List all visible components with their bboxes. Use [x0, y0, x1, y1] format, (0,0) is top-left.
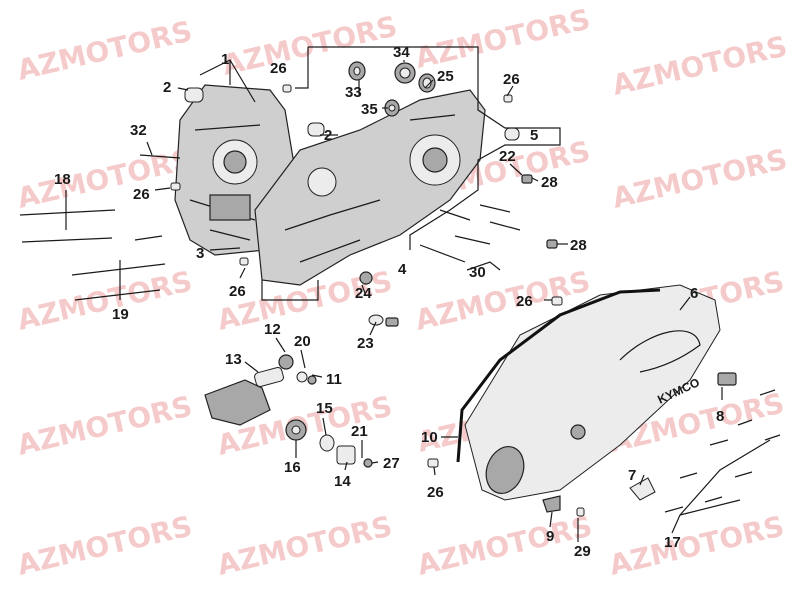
callout-label: 6: [690, 285, 698, 302]
watermark-text: AZMOTORS: [14, 390, 195, 462]
cover-gasket: [456, 288, 661, 463]
watermark-text: AZMOTORS: [214, 510, 395, 582]
watermark-text: AZMOTORS: [412, 3, 593, 75]
callout-label: 20: [294, 333, 311, 350]
callout-label: 23: [357, 335, 374, 352]
callout-labels: 1 2 2 3 4 5 6 7 8 9 10 11 12 13 14 15 16…: [54, 44, 724, 560]
callout-label: 7: [628, 467, 636, 484]
callout-label: 35: [361, 101, 378, 118]
callout-label: 21: [351, 423, 368, 440]
watermark-text: AZMOTORS: [14, 510, 195, 582]
callout-label: 19: [112, 306, 129, 323]
small-fasteners: [170, 84, 585, 517]
callout-label: 24: [355, 285, 372, 302]
callout-label: 3: [196, 245, 204, 262]
callout-label: 8: [716, 408, 724, 425]
callout-label: 26: [133, 186, 150, 203]
callout-label: 22: [499, 148, 516, 165]
callout-label: 10: [421, 429, 438, 446]
callout-label: 1: [221, 51, 229, 68]
callout-label: 26: [503, 71, 520, 88]
callout-label: 4: [398, 261, 407, 278]
watermark-text: AZMOTORS: [14, 143, 195, 215]
callout-label: 17: [664, 534, 681, 551]
bearing-cluster: [184, 61, 520, 141]
cover-clips: [542, 372, 737, 513]
bolt-set: [139, 154, 521, 263]
callout-label: 33: [345, 84, 362, 101]
callout-label: 18: [54, 171, 71, 188]
callout-label: 14: [334, 473, 351, 490]
crankcase-right-half: [254, 89, 486, 286]
callout-label: 28: [570, 237, 587, 254]
watermark-text: AZMOTORS: [606, 510, 787, 582]
leader-lines: [65, 46, 771, 542]
callout-label: 15: [316, 400, 333, 417]
watermark-text: AZMOTORS: [14, 265, 195, 337]
callout-label: 25: [437, 68, 454, 85]
callout-label: 2: [324, 127, 332, 144]
callout-label: 2: [163, 79, 171, 96]
callout-label: 5: [530, 127, 538, 144]
callout-label: 26: [270, 60, 287, 77]
callout-label: 29: [574, 543, 591, 560]
callout-label: 16: [284, 459, 301, 476]
callout-label: 26: [427, 484, 444, 501]
callout-label: 26: [516, 293, 533, 310]
callout-label: 34: [393, 44, 410, 61]
watermark-text: AZMOTORS: [219, 10, 400, 82]
callout-label: 27: [383, 455, 400, 472]
callout-label: 30: [469, 264, 486, 281]
watermark-text: AZMOTORS: [609, 143, 790, 215]
callout-label: 13: [225, 351, 242, 368]
callout-label: 11: [326, 371, 342, 388]
watermark-text: AZMOTORS: [414, 510, 595, 582]
watermark-text: AZMOTORS: [14, 15, 195, 87]
callout-label: 28: [541, 174, 558, 191]
callout-label: 12: [264, 321, 281, 338]
cover-bolts: [664, 389, 781, 513]
callout-label: 32: [130, 122, 147, 139]
kickstart-assembly: [204, 354, 373, 468]
watermark-text: AZMOTORS: [609, 30, 790, 102]
callout-label: 26: [229, 283, 246, 300]
callout-label: 9: [546, 528, 554, 545]
stud-bolts: [19, 209, 166, 301]
